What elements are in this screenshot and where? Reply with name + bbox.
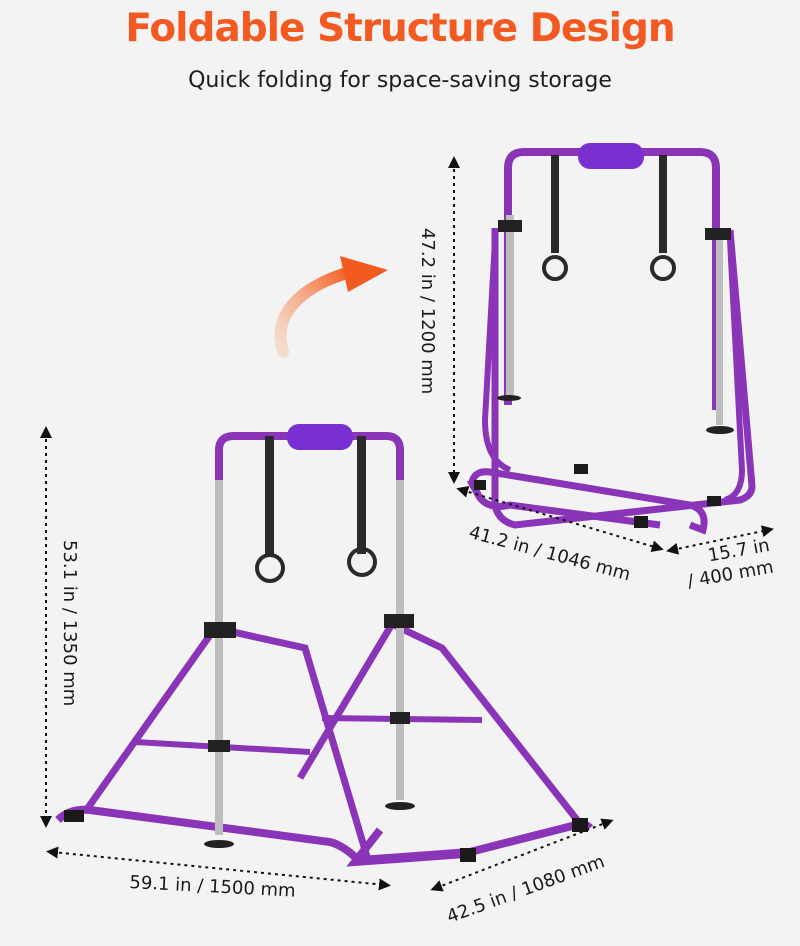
folded-width-line (456, 485, 664, 553)
unfolded-frame (55, 424, 594, 867)
page-subtitle: Quick folding for space-saving storage (188, 68, 612, 93)
page-title: Foldable Structure Design (125, 6, 675, 51)
folded-height-label: 47.2 in / 1200 mm (417, 228, 438, 395)
unfolded-height-label: 53.1 in / 1350 mm (59, 540, 80, 707)
folded-frame (466, 143, 756, 535)
unfolded-depth-line (430, 818, 614, 892)
folded-depth-line (666, 525, 774, 555)
curved-arrow-icon (274, 256, 388, 358)
